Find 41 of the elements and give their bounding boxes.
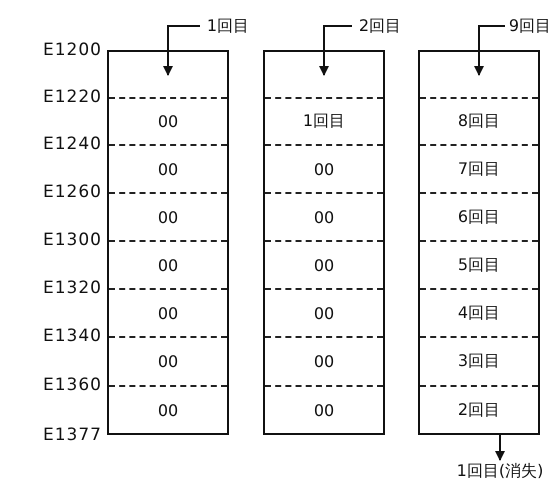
memory-column [107,50,229,435]
memory-cell: 4回目 [420,288,538,336]
memory-cell: 7回目 [420,144,538,192]
memory-cell: 2回目 [420,385,538,433]
arrow [163,25,200,76]
arrow [319,25,352,76]
memory-column [418,50,540,435]
step-label: 1回目 [200,13,256,39]
address-label: E1377 [42,425,102,445]
memory-cell: 00 [109,336,227,385]
memory-cell: 00 [109,97,227,144]
memory-cell: 00 [265,144,383,192]
step-label: 1回目(消失) [448,460,552,482]
memory-cell: 00 [109,144,227,192]
memory-cell: 8回目 [420,97,538,144]
memory-cell: 3回目 [420,336,538,385]
address-label: E1340 [42,326,102,346]
address-label: E1300 [42,230,102,250]
memory-cell: 00 [109,385,227,433]
address-label: E1320 [42,278,102,298]
arrow [474,25,505,76]
address-label: E1240 [42,134,102,154]
address-label: E1360 [42,375,102,395]
memory-cell: 00 [265,240,383,288]
memory-cell: 00 [265,288,383,336]
memory-cell: 1回目 [265,97,383,144]
memory-cell: 00 [265,385,383,433]
memory-cell: 6回目 [420,192,538,240]
memory-cell: 00 [265,336,383,385]
memory-column [263,50,385,435]
address-label: E1260 [42,182,102,202]
arrow [495,435,505,461]
address-label: E1200 [42,40,102,60]
memory-cell: 00 [109,288,227,336]
step-label: 2回目 [352,13,408,39]
memory-cell: 00 [109,240,227,288]
memory-cell: 00 [109,192,227,240]
memory-cell: 00 [265,192,383,240]
memory-cell: 5回目 [420,240,538,288]
step-label: 9回目 [505,13,555,39]
address-label: E1220 [42,87,102,107]
